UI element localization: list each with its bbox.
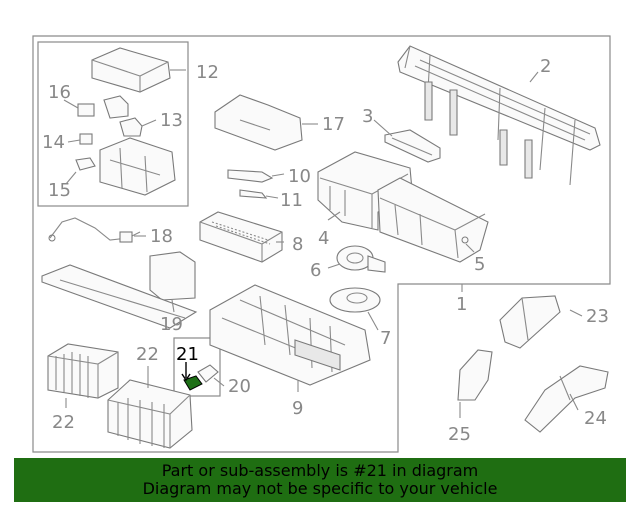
part-5-module[interactable] [377,177,489,263]
callout-7: 7 [380,328,391,349]
part-harness-strip[interactable] [41,264,198,329]
part-10-sensor[interactable] [227,169,274,183]
part-17-bracket[interactable] [214,94,303,151]
callout-21: 21 [176,344,199,365]
part-15-fuse[interactable] [75,157,96,171]
part-12-base[interactable] [99,137,176,196]
callout-2: 2 [540,56,551,77]
part-3-bracket[interactable] [384,129,441,163]
callout-10: 10 [288,166,311,187]
callout-8: 8 [292,234,303,255]
callout-14: 14 [42,132,65,153]
callout-13: 13 [160,110,183,131]
callout-9: 9 [292,398,303,419]
callout-24: 24 [584,408,607,429]
part-notice-banner: Part or sub-assembly is #21 in diagram D… [14,458,626,502]
part-7-housing[interactable] [329,287,381,313]
callout-18: 18 [150,226,173,247]
part-18-harness[interactable] [48,217,141,243]
part-2-rail[interactable] [397,45,601,186]
callout-5: 5 [474,254,485,275]
part-13-relay[interactable] [103,95,143,137]
part-6-fan[interactable] [336,245,386,273]
part-21-highlighted[interactable] [183,364,219,391]
callout-labels: 2 3 4 5 6 7 8 9 10 11 12 13 14 15 16 17 … [42,56,609,445]
callout-4: 4 [318,228,329,249]
banner-line-2: Diagram may not be specific to your vehi… [142,479,498,498]
callout-20: 20 [228,376,251,397]
part-22-cell-stack-b[interactable] [107,379,193,449]
subassembly-20-frame [173,337,221,397]
callout-22-b: 22 [52,412,75,433]
part-8-box[interactable] [199,211,283,263]
subassembly-12-frame [37,41,189,207]
part-23-duct[interactable] [499,295,561,349]
part-22-cell-stack-a[interactable] [47,343,119,399]
callout-12: 12 [196,62,219,83]
part-11-clip[interactable] [239,189,268,199]
callout-17: 17 [322,114,345,135]
assembly-frame [32,35,611,453]
part-14-clip[interactable] [79,133,93,145]
callout-25: 25 [448,424,471,445]
callout-19: 19 [160,314,183,335]
banner-line-1: Part or sub-assembly is #21 in diagram [161,461,479,480]
part-16-relay[interactable] [77,103,95,117]
part-19-bracket[interactable] [149,251,196,301]
leader-lines [63,69,583,418]
callout-23: 23 [586,306,609,327]
callout-22-a: 22 [136,344,159,365]
callout-11: 11 [280,190,303,211]
callout-6: 6 [310,260,321,281]
callout-15: 15 [48,180,71,201]
part-25-duct[interactable] [457,349,493,401]
callout-3: 3 [362,106,373,127]
part-24-duct[interactable] [524,365,609,433]
part-12-relay-box[interactable] [91,47,171,93]
part-9-tray[interactable] [209,284,371,386]
callout-1: 1 [456,294,467,315]
callout-16: 16 [48,82,71,103]
part-4-module[interactable] [317,151,413,231]
